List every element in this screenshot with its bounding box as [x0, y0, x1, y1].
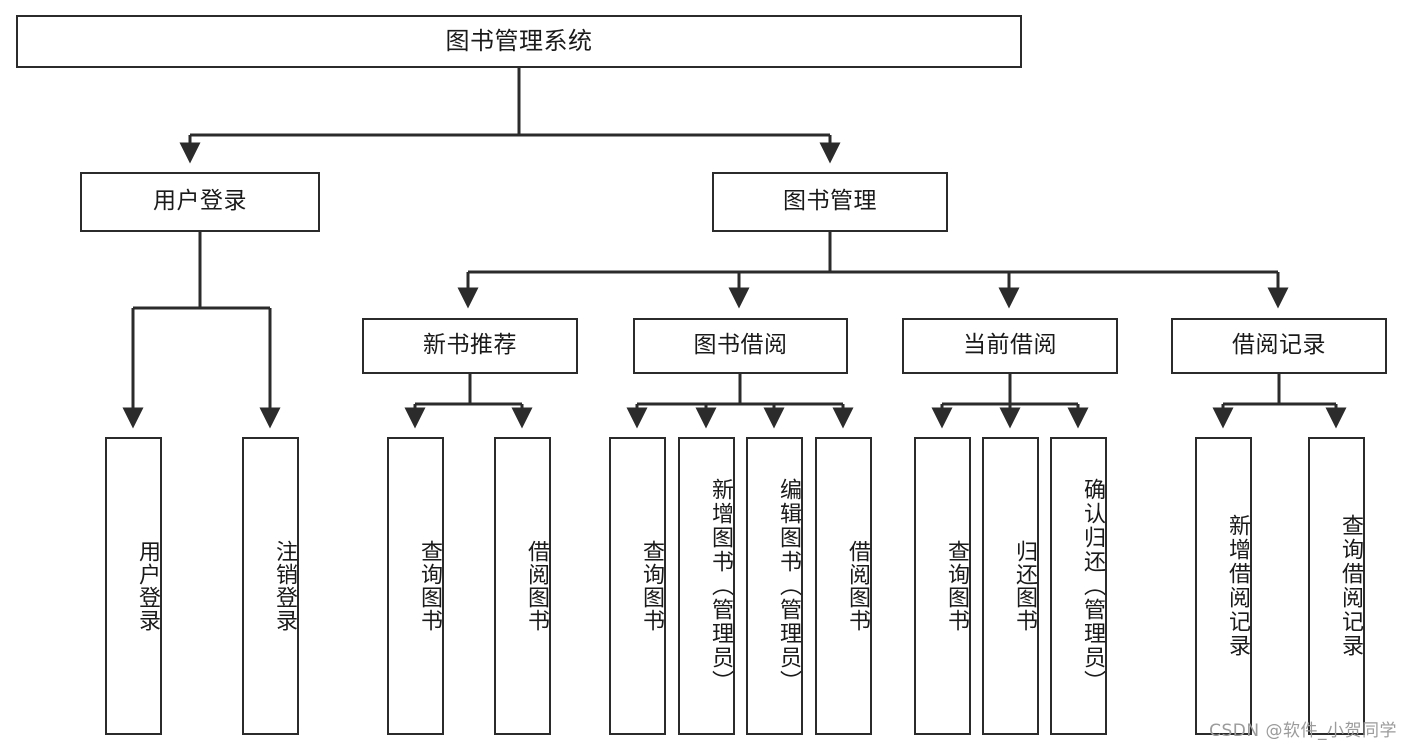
node-leaf-query-borrow-record[interactable]: 查询借阅记录 [1308, 437, 1365, 735]
node-leaf-add-book-admin[interactable]: 新增图书（管理员） [678, 437, 735, 735]
node-label: 用户登录 [135, 540, 160, 632]
node-borrow-record[interactable]: 借阅记录 [1171, 318, 1387, 374]
node-label: 查询图书 [639, 540, 664, 632]
node-leaf-borrow-book-recommend[interactable]: 借阅图书 [494, 437, 551, 735]
node-label: 查询借阅记录 [1338, 514, 1363, 658]
node-book-borrow[interactable]: 图书借阅 [633, 318, 848, 374]
node-label: 借阅记录 [1232, 332, 1326, 359]
node-label: 图书借阅 [693, 332, 788, 359]
node-label: 确认归还（管理员） [1080, 478, 1105, 694]
node-label: 注销登录 [272, 540, 297, 632]
node-leaf-logout-login[interactable]: 注销登录 [242, 437, 299, 735]
node-label: 图书管理系统 [445, 27, 593, 56]
node-label: 图书管理 [783, 188, 877, 215]
node-label: 查询图书 [417, 540, 442, 632]
node-label: 编辑图书（管理员） [776, 478, 801, 694]
node-label: 新增图书（管理员） [708, 478, 733, 694]
node-label: 借阅图书 [524, 540, 549, 632]
node-leaf-user-login[interactable]: 用户登录 [105, 437, 162, 735]
node-leaf-add-borrow-record[interactable]: 新增借阅记录 [1195, 437, 1252, 735]
node-label: 借阅图书 [845, 540, 870, 632]
node-leaf-return-book[interactable]: 归还图书 [982, 437, 1039, 735]
node-label: 新书推荐 [423, 332, 517, 359]
node-label: 当前借阅 [963, 332, 1057, 359]
node-root-book-management-system[interactable]: 图书管理系统 [16, 15, 1022, 68]
node-label: 用户登录 [153, 188, 247, 215]
node-user-login[interactable]: 用户登录 [80, 172, 320, 232]
node-leaf-query-book-recommend[interactable]: 查询图书 [387, 437, 444, 735]
node-leaf-confirm-return-admin[interactable]: 确认归还（管理员） [1050, 437, 1107, 735]
watermark: CSDN @软件_小贺同学 [1209, 721, 1397, 741]
node-label: 新增借阅记录 [1225, 514, 1250, 658]
node-leaf-query-book-current[interactable]: 查询图书 [914, 437, 971, 735]
node-label: 查询图书 [944, 540, 969, 632]
node-book-management[interactable]: 图书管理 [712, 172, 948, 232]
node-leaf-borrow-book[interactable]: 借阅图书 [815, 437, 872, 735]
node-current-borrow[interactable]: 当前借阅 [902, 318, 1118, 374]
node-leaf-query-book-borrow[interactable]: 查询图书 [609, 437, 666, 735]
node-label: 归还图书 [1012, 540, 1037, 632]
node-leaf-edit-book-admin[interactable]: 编辑图书（管理员） [746, 437, 803, 735]
node-new-book-recommend[interactable]: 新书推荐 [362, 318, 578, 374]
